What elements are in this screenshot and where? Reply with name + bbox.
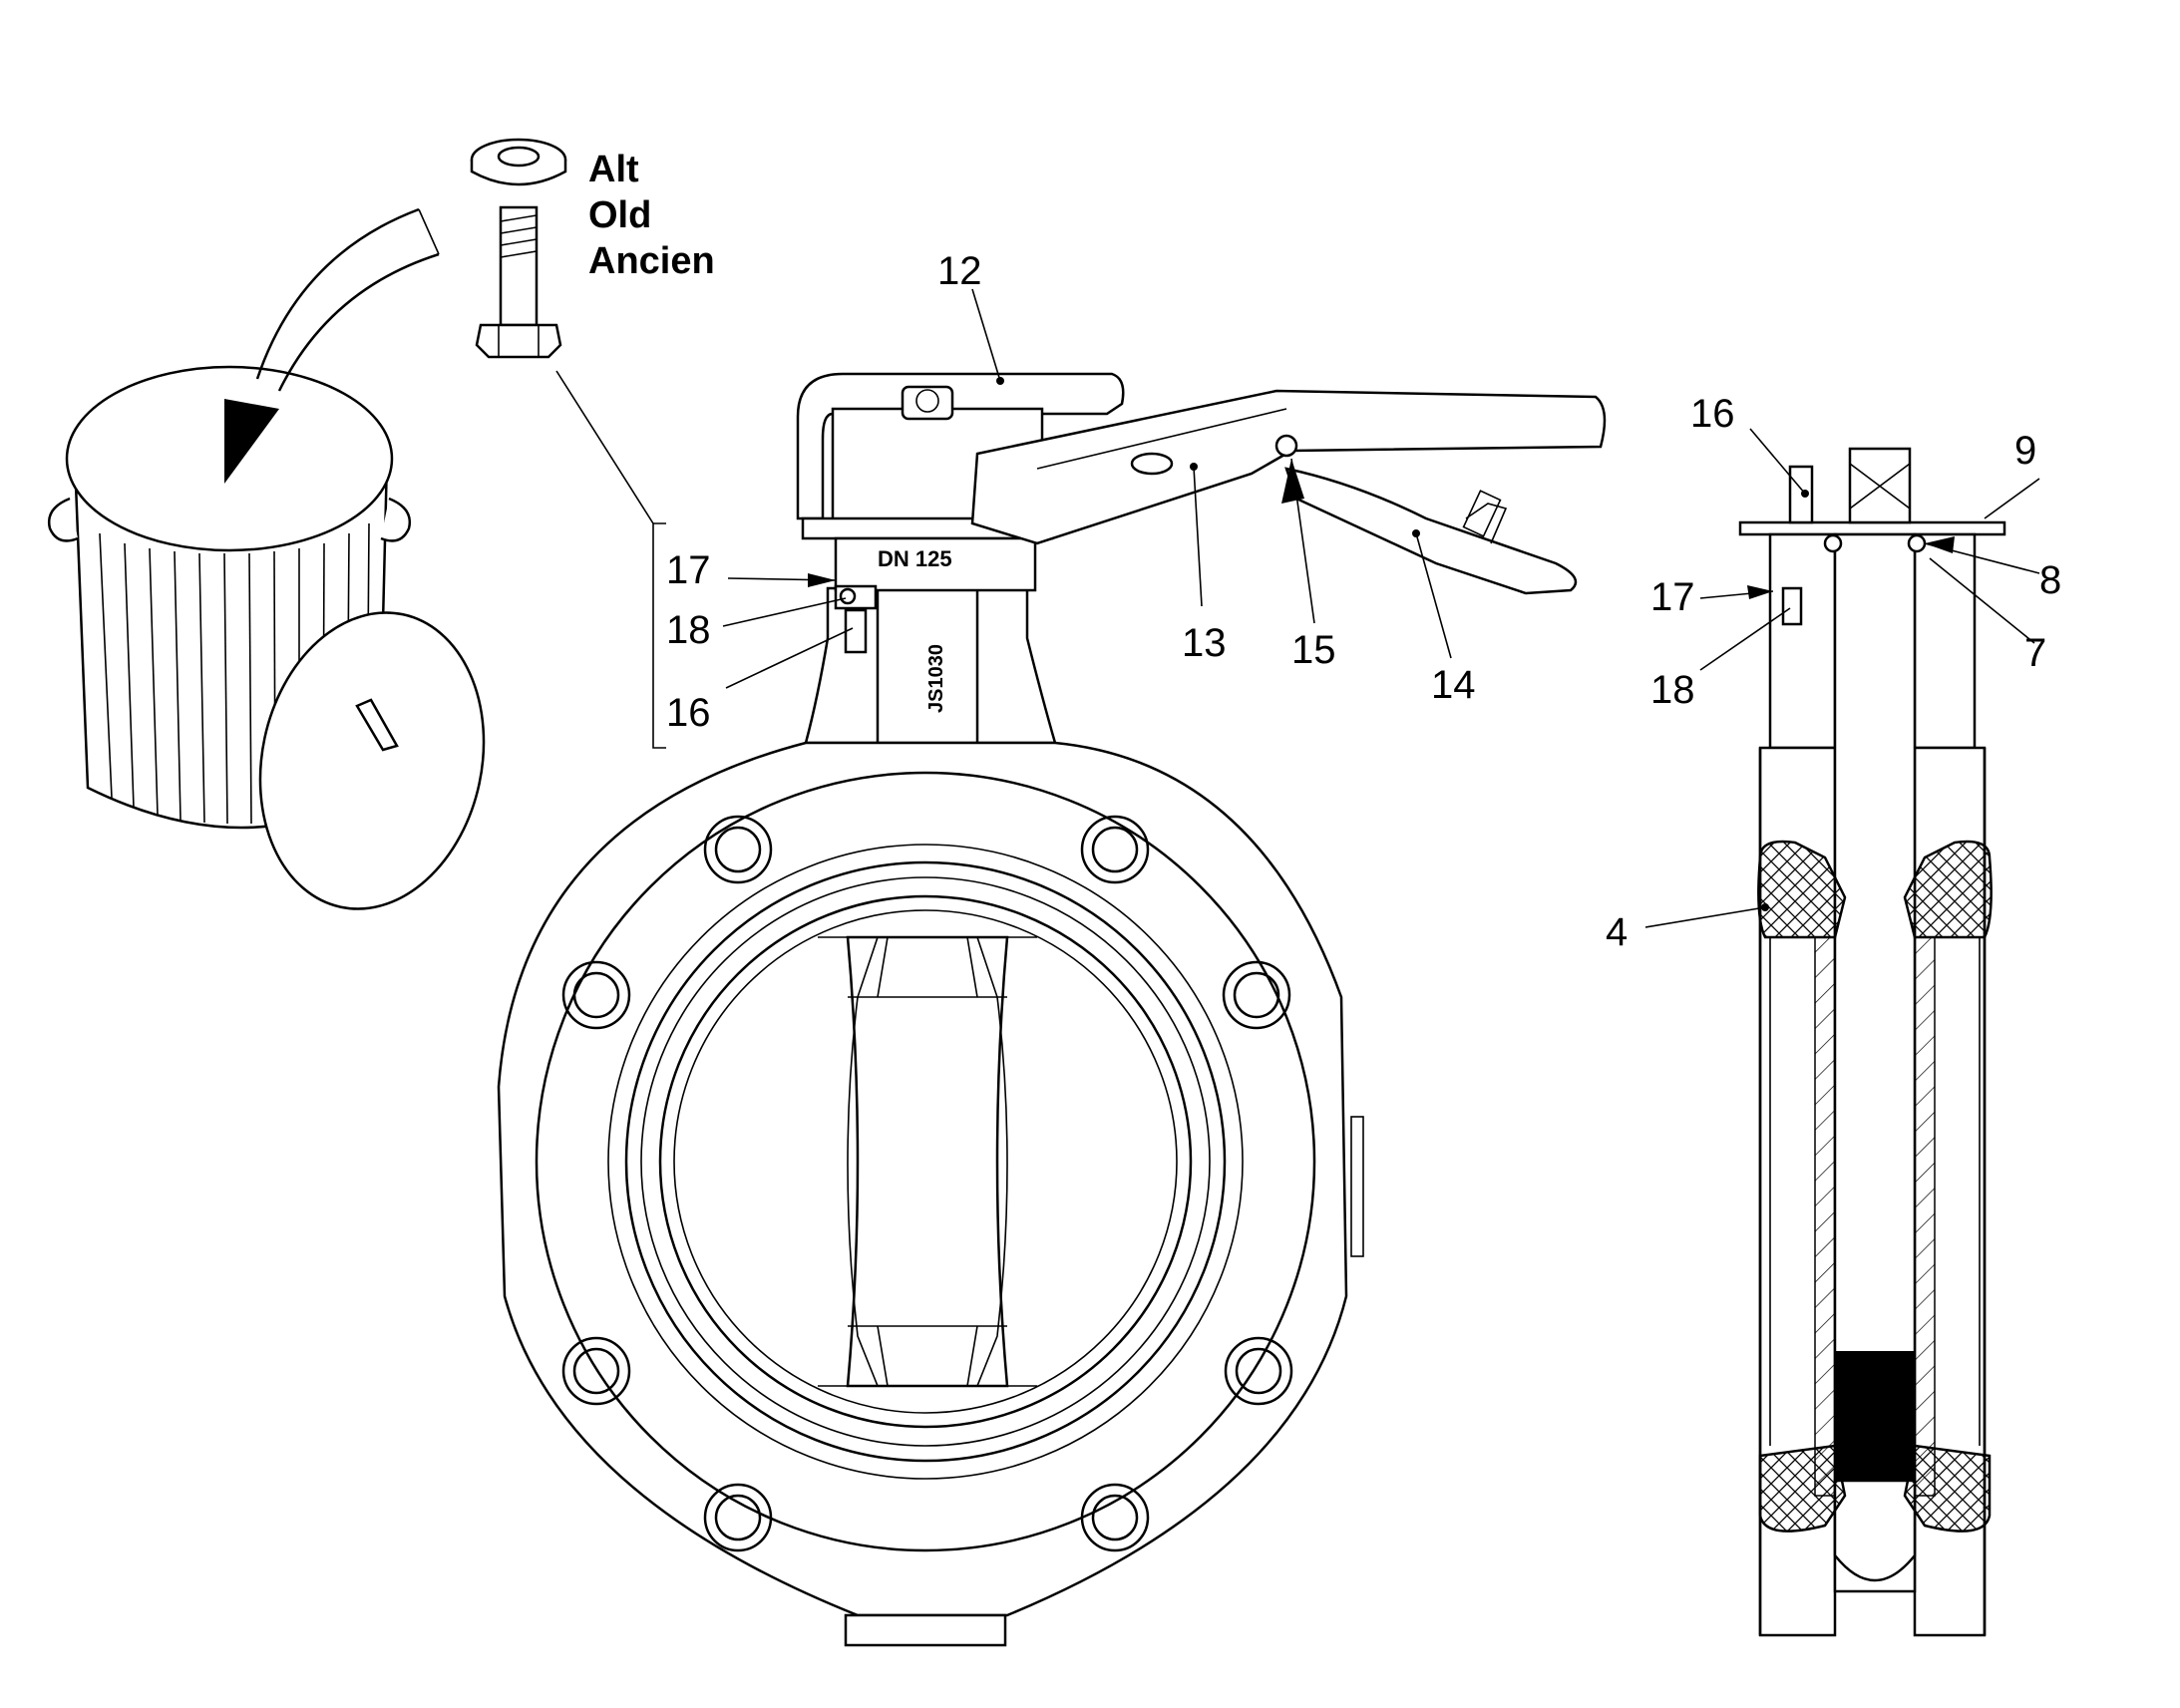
callout-15: 15: [1291, 628, 1336, 672]
valve-section-view: [1738, 447, 2006, 1637]
callout-12: 12: [937, 249, 982, 293]
old-label-fr: Ancien: [588, 240, 715, 282]
callout-8: 8: [2039, 558, 2061, 602]
callout-17-front: 17: [666, 548, 711, 592]
callout-18-front: 18: [666, 608, 711, 652]
old-label-en: Old: [588, 194, 651, 236]
trash-bin-icon: [47, 207, 486, 910]
callout-numbers: 12 13 15 14 17 18 16 16 9 8 7 17 18 4: [666, 249, 2061, 954]
callout-16-front: 16: [666, 691, 711, 735]
bolt-icon: [470, 138, 567, 359]
callout-13: 13: [1182, 621, 1227, 665]
callout-16-side: 16: [1690, 392, 1735, 436]
callout-17-side: 17: [1650, 575, 1695, 619]
callout-7: 7: [2024, 631, 2046, 675]
old-part-label: Alt Old Ancien: [588, 149, 715, 282]
size-band-marking: DN 125: [878, 546, 952, 571]
callout-18-side: 18: [1650, 668, 1695, 712]
lever-handle-assembly: [796, 372, 1607, 595]
callout-9: 9: [2014, 429, 2036, 473]
valve-front-view: [497, 586, 1364, 1647]
old-label-de: Alt: [588, 149, 639, 190]
neck-code-marking: JS1030: [925, 644, 947, 713]
callout-14: 14: [1431, 663, 1476, 707]
callout-4: 4: [1606, 910, 1628, 954]
screw-nut-front: [834, 584, 878, 654]
old-parts-bracket: [652, 522, 666, 749]
